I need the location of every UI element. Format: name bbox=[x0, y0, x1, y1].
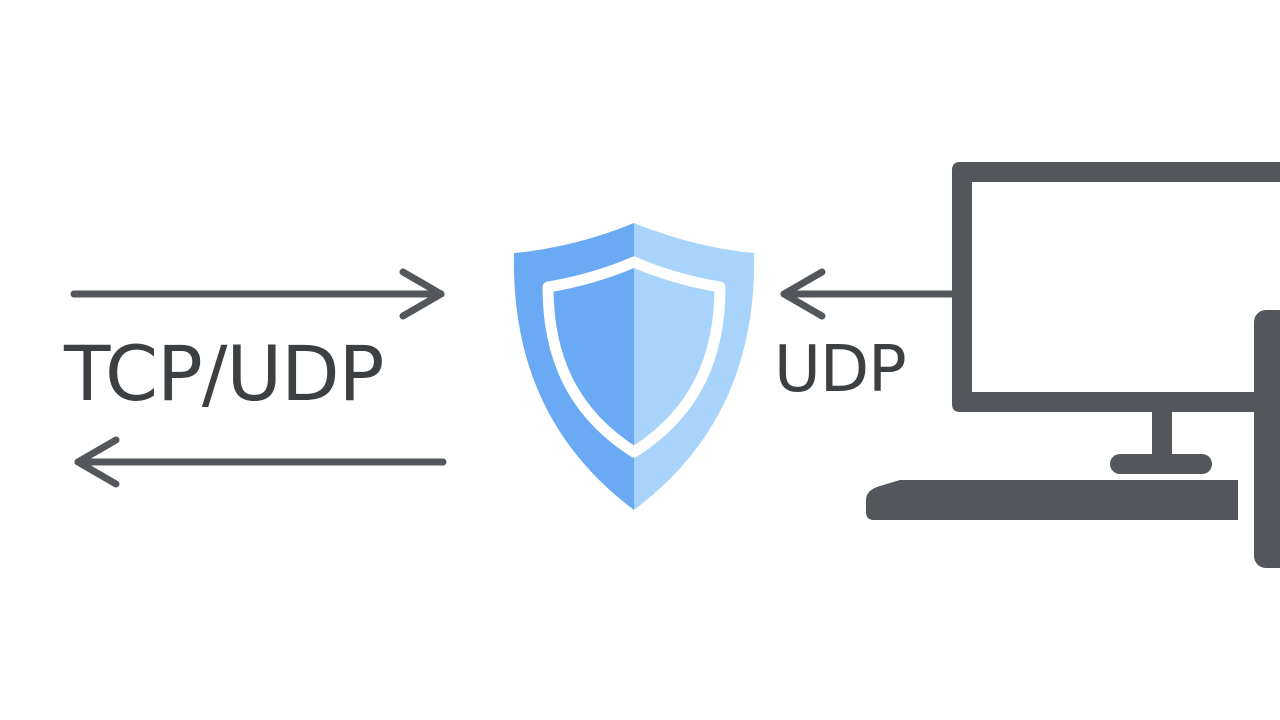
right-protocol-label: UDP bbox=[774, 333, 907, 407]
arrow-right-icon bbox=[70, 268, 445, 320]
monitor bbox=[952, 162, 1280, 412]
left-protocol-label: TCP/UDP bbox=[64, 329, 384, 418]
monitor-base bbox=[1110, 454, 1212, 474]
monitor-stand bbox=[1152, 410, 1172, 460]
arrow-left-icon bbox=[74, 436, 447, 488]
keyboard bbox=[866, 480, 1238, 520]
arrow-left-icon bbox=[780, 268, 956, 320]
computer-tower bbox=[1254, 310, 1280, 568]
